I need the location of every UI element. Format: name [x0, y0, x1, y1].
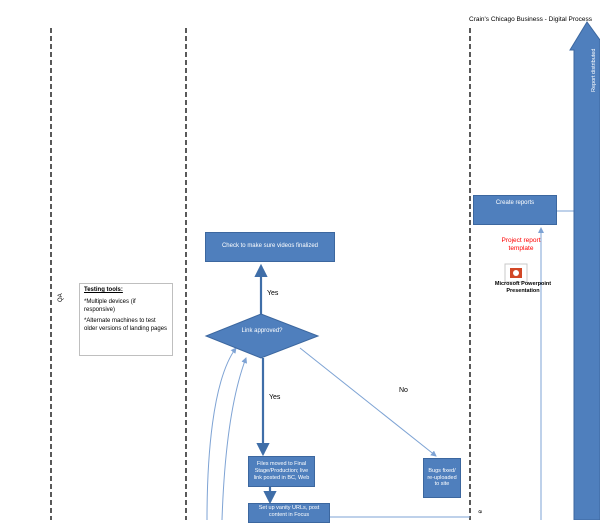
- edge-label-no: No: [399, 387, 408, 394]
- videos-finalized-box: Check to make sure videos finalized: [205, 232, 335, 262]
- loop-line: [221, 357, 248, 520]
- report-template-label: Project report template: [501, 237, 541, 253]
- ppt-file-label: Microsoft Powerpoint Presentation: [494, 281, 552, 294]
- arrow-no: [299, 347, 437, 457]
- powerpoint-icon: [504, 263, 528, 283]
- page-title: Crain's Chicago Business - Digital Proce…: [469, 16, 592, 23]
- side-arrow-label: Report distributed: [591, 48, 597, 92]
- testing-tools-item: *Alternate machines to test older versio…: [84, 318, 168, 333]
- loop-line: [206, 347, 237, 520]
- link-approved-label: Link approved?: [241, 328, 283, 334]
- testing-tools-item: *Multiple devices (if responsive): [84, 298, 136, 313]
- report-distributed-arrow: [569, 21, 600, 520]
- testing-tools-heading: Testing tools:: [84, 287, 123, 293]
- setup-urls-box: Set up vanity URLs, post content in Focu…: [248, 503, 330, 523]
- files-moved-box: Files moved to Final Stage/Production; l…: [248, 456, 315, 487]
- testing-tools-note: Testing tools: *Multiple devices (if res…: [79, 283, 173, 356]
- edge-label-yes: Yes: [269, 394, 281, 401]
- edge-label-yes: Yes: [267, 290, 279, 297]
- bugs-fixed-box: Bugs fixed/ re-uploaded to site: [423, 458, 461, 498]
- create-reports-box: Create reports: [473, 195, 557, 225]
- decision-diamond: [204, 313, 320, 359]
- lane-label-qa: QA: [58, 293, 64, 302]
- cut-edge-text: e: [477, 510, 484, 514]
